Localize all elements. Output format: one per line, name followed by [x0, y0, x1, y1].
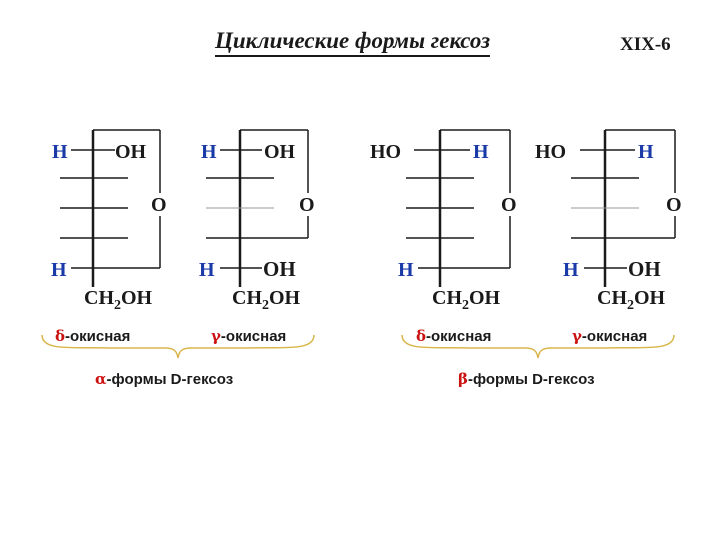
- atom-bottom-left: H: [398, 259, 414, 281]
- page-title: Циклические формы гексоз: [215, 28, 491, 57]
- atom-bottom-left: H: [199, 259, 215, 281]
- ch2oh-group: CH2OH: [597, 287, 666, 313]
- brace-beta: [401, 334, 675, 359]
- atom-top-left: HO: [535, 141, 566, 163]
- atom-top-left: HO: [370, 141, 401, 163]
- atom-top-right: OH: [115, 141, 147, 163]
- atom-bottom-right: OH: [628, 257, 661, 281]
- ch2oh-group: CH2OH: [432, 287, 501, 313]
- atom-top-left: H: [52, 141, 68, 163]
- atom-top-right: H: [473, 141, 489, 163]
- structure-alpha-delta: H OH O H CH2OH: [51, 129, 167, 313]
- atom-ring-oxygen: O: [151, 194, 167, 216]
- structure-beta-gamma: HO H O H OH CH2OH: [535, 129, 682, 313]
- atom-bottom-left: H: [51, 259, 67, 281]
- label-beta-forms: β-формы D-гексоз: [458, 370, 595, 388]
- atom-bottom-right: OH: [263, 257, 296, 281]
- atom-ring-oxygen: O: [299, 194, 315, 216]
- structure-beta-delta: HO H O H CH2OH: [370, 129, 517, 313]
- structure-alpha-gamma: H OH O H OH CH2OH: [199, 129, 315, 313]
- ch2oh-group: CH2OH: [84, 287, 153, 313]
- brace-alpha: [41, 334, 315, 359]
- label-alpha-gamma-oxide: γ-окисная: [211, 327, 286, 345]
- label-beta-gamma-oxide: γ-окисная: [572, 327, 647, 345]
- atom-top-right: OH: [264, 141, 296, 163]
- atom-ring-oxygen: O: [666, 194, 682, 216]
- label-beta-delta-oxide: δ-окисная: [416, 327, 491, 345]
- atom-bottom-left: H: [563, 259, 579, 281]
- slide-number: XIX-6: [620, 34, 671, 55]
- atom-top-left: H: [201, 141, 217, 163]
- atom-top-right: H: [638, 141, 654, 163]
- label-alpha-delta-oxide: δ-окисная: [55, 327, 130, 345]
- atom-ring-oxygen: O: [501, 194, 517, 216]
- ch2oh-group: CH2OH: [232, 287, 301, 313]
- label-alpha-forms: α-формы D-гексоз: [95, 370, 233, 388]
